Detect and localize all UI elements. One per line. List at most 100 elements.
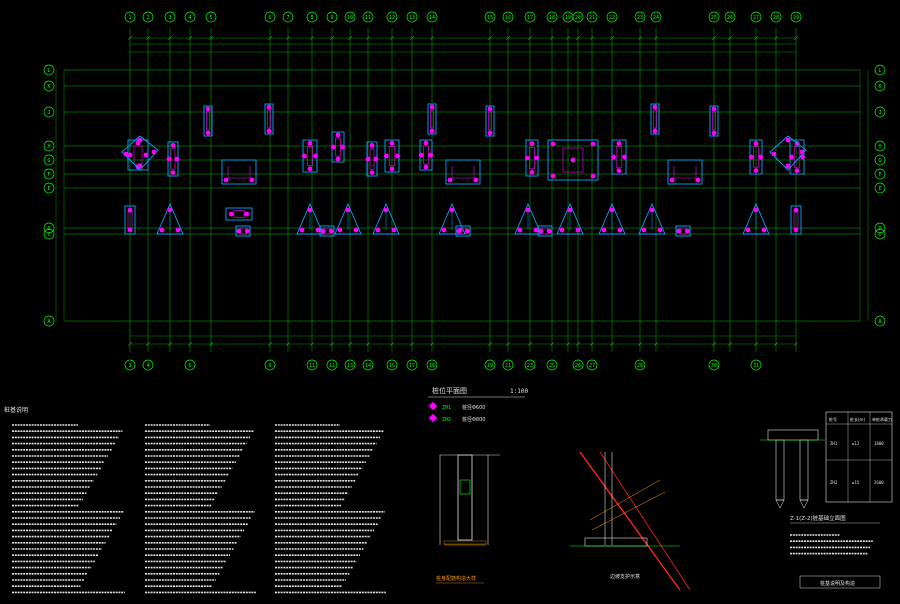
bottom-axis-bubble: 21	[502, 359, 514, 371]
pile-marker	[244, 228, 250, 234]
pile-marker	[205, 106, 211, 112]
pile-marker	[123, 151, 129, 157]
axis-bubble-label: 23	[637, 15, 643, 21]
pile-marker	[236, 228, 242, 234]
left-axis-bubble: E	[43, 182, 55, 194]
axis-bubble-circle	[326, 359, 338, 371]
pile-marker	[223, 177, 229, 183]
top-axis-bubble: 19	[562, 11, 574, 23]
pile-marker	[391, 227, 397, 233]
pile-cap-channel	[221, 159, 257, 185]
pile-cap-rect	[264, 103, 274, 135]
pile-marker	[622, 154, 627, 160]
pile-marker	[369, 143, 375, 148]
axis-bubble-circle	[502, 11, 514, 23]
pile-marker	[753, 141, 759, 146]
d3-cap	[767, 429, 819, 441]
axis-bubble-label: F	[878, 172, 881, 178]
column-outline	[423, 145, 429, 165]
axis-bubble-label: 13	[347, 363, 353, 369]
axis-bubble-label: 15	[487, 15, 493, 21]
axis-bubble-circle	[406, 359, 418, 371]
dim-tick	[329, 341, 335, 347]
axis-bubble-circle	[184, 359, 196, 371]
axis-bubble-label: E	[47, 186, 50, 192]
pile-marker	[375, 227, 381, 233]
axis-bubble-label: 6	[188, 363, 191, 369]
axis-bubble-circle	[164, 11, 176, 23]
d2-slope-line-2	[599, 451, 691, 591]
axis-bubble-label: 18	[549, 15, 555, 21]
pile-marker	[800, 154, 805, 160]
column-outline	[206, 111, 210, 131]
pile-marker	[384, 153, 389, 159]
dim-tick	[589, 341, 595, 347]
pile-marker	[753, 207, 759, 213]
bottom-axis-bubble: 31	[750, 359, 762, 371]
axis-bubble-circle	[43, 140, 55, 152]
column-outline	[133, 145, 143, 165]
pile-cap-rect	[225, 207, 253, 221]
dim-tick	[793, 35, 799, 41]
top-axis-bubble: 2	[142, 11, 154, 23]
pile-marker	[761, 227, 767, 233]
pile-cap-triangle	[638, 202, 666, 235]
axis-bubble-circle	[586, 359, 598, 371]
axis-bubble-circle	[790, 11, 802, 23]
top-axis-bubble: 28	[770, 11, 782, 23]
top-axis-bubble: 1	[124, 11, 136, 23]
dim-tick	[773, 341, 779, 347]
axis-bubble-circle	[344, 11, 356, 23]
axis-bubble-label: A	[47, 319, 50, 325]
left-axis-bubble: G	[43, 154, 55, 166]
pile-marker	[266, 128, 272, 134]
bottom-axis-bubble: 28	[634, 359, 646, 371]
left-axis-bubble: K	[43, 80, 55, 92]
axis-bubble-circle	[874, 154, 886, 166]
pile-marker	[353, 227, 359, 233]
axis-bubble-label: 21	[505, 363, 511, 369]
pile-marker	[383, 207, 389, 213]
left-axis-bubble: J	[43, 106, 55, 118]
pile-cap-rect	[330, 131, 346, 163]
bottom-axis-bubble: 17	[406, 359, 418, 371]
axis-bubble-label: L	[47, 68, 50, 74]
pile-marker	[559, 227, 565, 233]
axis-bubble-label: 9	[330, 15, 333, 21]
axis-bubble-circle	[874, 228, 886, 240]
axis-bubble-circle	[708, 11, 720, 23]
pile-cap-triangle	[556, 202, 584, 235]
axis-bubble-circle	[282, 11, 294, 23]
pile-marker	[649, 207, 655, 213]
axis-bubble-circle	[264, 359, 276, 371]
dim-tick	[609, 341, 615, 347]
axis-bubble-label: G	[47, 158, 50, 164]
dim-tick	[309, 341, 315, 347]
column-outline	[388, 146, 396, 166]
axis-bubble-circle	[524, 11, 536, 23]
channel-wall	[673, 166, 697, 179]
pile-cap-outline	[547, 139, 599, 181]
axis-bubble-circle	[546, 11, 558, 23]
axis-bubble-circle	[572, 359, 584, 371]
pile-marker	[785, 137, 791, 143]
axis-bubble-circle	[484, 11, 496, 23]
dim-tick	[711, 35, 717, 41]
axis-bubble-label: K	[47, 84, 50, 90]
channel-wall	[451, 166, 475, 179]
pile-cap-outline	[427, 103, 437, 135]
pile-marker	[652, 128, 658, 134]
axis-bubble-label: 11	[365, 15, 371, 21]
hex-cap-outline	[769, 135, 807, 171]
channel-cap-outline	[221, 159, 257, 185]
right-axis-bubble: K	[874, 80, 886, 92]
column-outline	[529, 146, 535, 170]
pile-marker	[464, 228, 470, 234]
d3-pile-left	[775, 439, 785, 501]
top-axis-bubble: 12	[386, 11, 398, 23]
column-outline	[615, 146, 623, 168]
dim-tick	[575, 35, 581, 41]
top-axis-bubble: 6	[264, 11, 276, 23]
pile-cap-rect	[235, 225, 251, 237]
pile-cap-rect	[124, 205, 136, 235]
